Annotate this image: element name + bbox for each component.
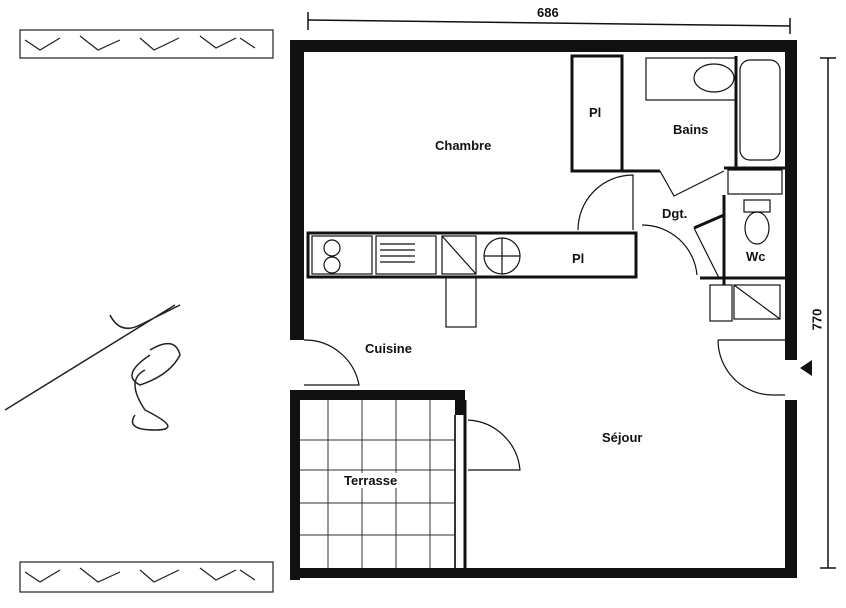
- dimension-height-line: [820, 57, 836, 569]
- exterior-walls: [290, 40, 797, 580]
- room-label-cuisine: Cuisine: [365, 341, 412, 356]
- room-label-bains: Bains: [673, 122, 709, 137]
- room-label-terrasse: Terrasse: [344, 473, 398, 488]
- entrance-arrow-icon: [800, 360, 812, 376]
- room-label-degagement: Dgt.: [662, 206, 688, 221]
- hedge-top: [19, 29, 274, 59]
- interior-walls: [306, 54, 785, 570]
- room-label-chambre: Chambre: [435, 138, 492, 153]
- signature: [4, 304, 181, 431]
- doors: [303, 170, 790, 471]
- fixtures: [311, 57, 783, 328]
- dimension-height: 770: [809, 308, 825, 331]
- room-label-wc: Wc: [746, 249, 766, 264]
- dimension-width: 686: [537, 5, 559, 20]
- hedge-bottom: [19, 561, 274, 593]
- room-label-sejour: Séjour: [602, 430, 643, 445]
- room-label-placard-cuisine: Pl: [572, 251, 585, 266]
- room-label-placard-chambre: Pl: [589, 105, 602, 120]
- dimension-width-line: [307, 12, 791, 34]
